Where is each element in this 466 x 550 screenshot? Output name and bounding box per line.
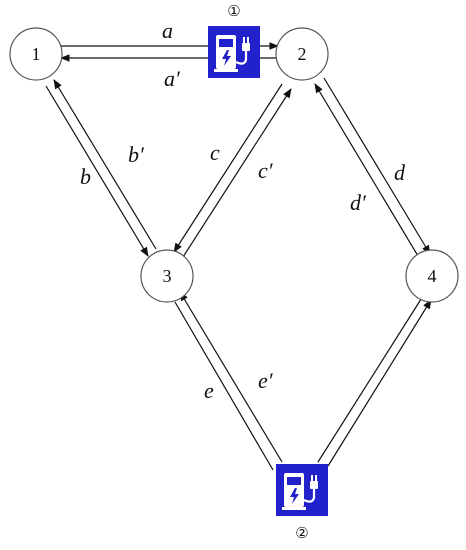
edge-c: c: [173, 83, 283, 253]
edge-e: e: [174, 291, 283, 471]
edge-d-prime-label: d′: [350, 190, 367, 215]
node-4: 4: [405, 249, 459, 303]
edge-d: d: [323, 77, 431, 255]
node-4-label: 4: [428, 266, 437, 286]
station-1: ①: [206, 2, 262, 80]
node-2-circle: [275, 27, 329, 81]
edge-b-prime: b′: [53, 79, 157, 250]
edge-a-label: a: [162, 18, 173, 43]
edge-a-prime: a′: [60, 54, 278, 91]
station-1-label: ①: [227, 2, 240, 20]
edge-b-label: b: [80, 164, 91, 189]
edge-b: b: [45, 85, 149, 257]
node-1-circle: [9, 27, 63, 81]
edge-e-prime-label: e′: [258, 368, 274, 393]
edge-c-label: c: [210, 140, 220, 165]
edge-c-prime: c′: [182, 88, 292, 258]
edge-d-prime-line: [314, 83, 422, 262]
station-2: ②: [274, 462, 330, 542]
node-1-label: 1: [32, 44, 41, 64]
edge-e-label: e: [204, 378, 214, 403]
edge-e-line-2: [179, 291, 283, 463]
edge-c-prime-line: [182, 88, 292, 258]
edge-c-prime-label: c′: [258, 158, 274, 183]
edge-d-label: d: [394, 160, 406, 185]
node-2: 2: [275, 27, 329, 81]
station-2-label: ②: [295, 524, 308, 542]
node-3: 3: [140, 249, 194, 303]
edge-e-prime: e′: [258, 295, 432, 467]
node-3-circle: [140, 249, 194, 303]
edge-d-line: [323, 77, 431, 255]
edge-e-prime-line-1: [317, 295, 424, 463]
edge-b-prime-label: b′: [128, 142, 145, 167]
charging-station-icon: [274, 462, 330, 518]
node-1: 1: [9, 27, 63, 81]
edge-b-prime-line: [53, 79, 157, 250]
edge-c-line: [173, 83, 283, 253]
edge-b-line: [45, 85, 149, 257]
edge-a-prime-label: a′: [164, 66, 181, 91]
charging-station-icon: [206, 24, 262, 80]
edge-e-prime-line-2: [327, 299, 432, 467]
edge-a: a: [60, 18, 279, 50]
node-2-label: 2: [298, 44, 307, 64]
edge-e-line-1: [174, 301, 274, 471]
node-4-circle: [405, 249, 459, 303]
node-3-label: 3: [163, 266, 172, 286]
edge-d-prime: d′: [314, 83, 422, 262]
